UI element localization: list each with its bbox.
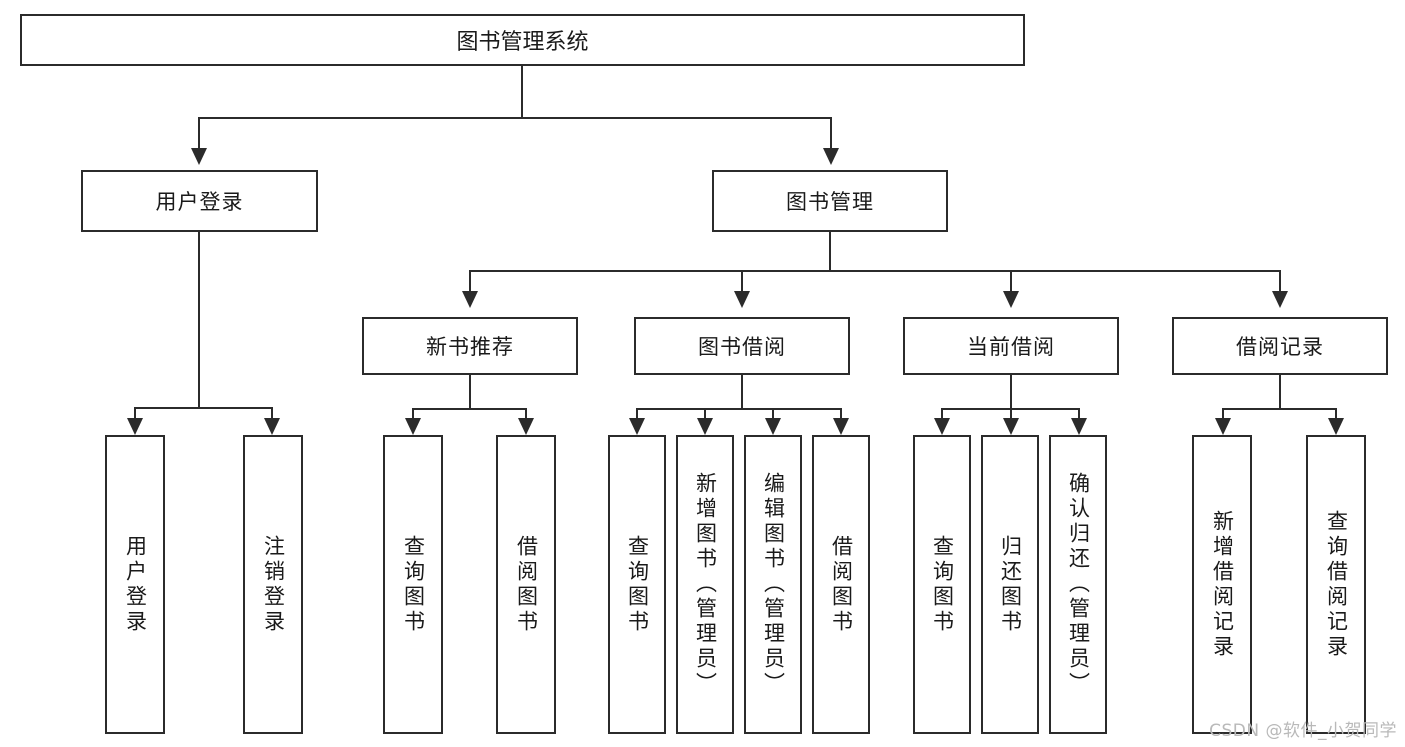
arrowhead-nb-leaf2 bbox=[518, 418, 534, 435]
leaf-br-add-record[interactable]: 新增借阅记录 bbox=[1192, 435, 1252, 734]
connector-root-to-user-login bbox=[198, 117, 200, 149]
arrowhead-current-borrow bbox=[1003, 291, 1019, 308]
arrowhead-leaf-logout bbox=[264, 418, 280, 435]
arrowhead-cb-leaf2 bbox=[1003, 418, 1019, 435]
connector-current-borrow-stem bbox=[1010, 375, 1012, 409]
connector-bb-leaf2 bbox=[704, 408, 706, 419]
node-label: 借阅图书 bbox=[829, 534, 854, 635]
connector-to-borrow-record bbox=[1279, 270, 1281, 292]
connector-level3-bus bbox=[469, 270, 1281, 272]
connector-br-leaf2 bbox=[1335, 408, 1337, 419]
arrowhead-book-borrow bbox=[734, 291, 750, 308]
node-new-book-recommend[interactable]: 新书推荐 bbox=[362, 317, 578, 375]
leaf-user-login[interactable]: 用户登录 bbox=[105, 435, 165, 734]
node-book-management[interactable]: 图书管理 bbox=[712, 170, 948, 232]
connector-br-leaf1 bbox=[1222, 408, 1224, 419]
leaf-bb-borrow-book[interactable]: 借阅图书 bbox=[812, 435, 870, 734]
arrowhead-bb-leaf2 bbox=[697, 418, 713, 435]
node-current-borrow[interactable]: 当前借阅 bbox=[903, 317, 1119, 375]
connector-new-book-bus bbox=[412, 408, 527, 410]
connector-cb-leaf3 bbox=[1078, 408, 1080, 419]
connector-bb-leaf3 bbox=[772, 408, 774, 419]
leaf-bb-query-book[interactable]: 查询图书 bbox=[608, 435, 666, 734]
connector-root-stem bbox=[521, 66, 523, 118]
leaf-bb-add-book-admin[interactable]: 新增图书（管理员） bbox=[676, 435, 734, 734]
connector-new-book-leaf1 bbox=[412, 408, 414, 419]
arrowhead-borrow-record bbox=[1272, 291, 1288, 308]
connector-bb-leaf1 bbox=[636, 408, 638, 419]
arrowhead-br-leaf1 bbox=[1215, 418, 1231, 435]
leaf-logout[interactable]: 注销登录 bbox=[243, 435, 303, 734]
connector-user-login-leaf1 bbox=[134, 407, 136, 419]
arrowhead-bb-leaf3 bbox=[765, 418, 781, 435]
arrowhead-user-login bbox=[191, 148, 207, 165]
node-label: 当前借阅 bbox=[967, 335, 1055, 359]
node-label: 新书推荐 bbox=[426, 335, 514, 359]
node-label: 图书管理 bbox=[786, 190, 874, 214]
connector-borrow-record-stem bbox=[1279, 375, 1281, 409]
connector-new-book-leaf2 bbox=[525, 408, 527, 419]
node-label: 用户登录 bbox=[155, 190, 244, 214]
arrowhead-leaf-user-login bbox=[127, 418, 143, 435]
arrowhead-book-management bbox=[823, 148, 839, 165]
arrowhead-bb-leaf4 bbox=[833, 418, 849, 435]
arrowhead-nb-leaf1 bbox=[405, 418, 421, 435]
leaf-cb-return-book[interactable]: 归还图书 bbox=[981, 435, 1039, 734]
connector-user-login-stem bbox=[198, 232, 200, 408]
connector-book-borrow-bus bbox=[636, 408, 842, 410]
node-borrow-record[interactable]: 借阅记录 bbox=[1172, 317, 1388, 375]
connector-bb-leaf4 bbox=[840, 408, 842, 419]
connector-user-login-leaf2 bbox=[271, 407, 273, 419]
connector-to-current-borrow bbox=[1010, 270, 1012, 292]
arrowhead-cb-leaf3 bbox=[1071, 418, 1087, 435]
node-label: 查询图书 bbox=[930, 534, 955, 635]
connector-new-book-stem bbox=[469, 375, 471, 409]
arrowhead-bb-leaf1 bbox=[629, 418, 645, 435]
node-book-borrow[interactable]: 图书借阅 bbox=[634, 317, 850, 375]
node-label: 注销登录 bbox=[261, 534, 286, 635]
connector-book-borrow-stem bbox=[741, 375, 743, 409]
node-label: 图书管理系统 bbox=[456, 30, 589, 55]
connector-book-management-stem bbox=[829, 232, 831, 271]
leaf-bb-edit-book-admin[interactable]: 编辑图书（管理员） bbox=[744, 435, 802, 734]
connector-to-book-borrow bbox=[741, 270, 743, 292]
leaf-cb-confirm-return-admin[interactable]: 确认归还（管理员） bbox=[1049, 435, 1107, 734]
connector-cb-leaf1 bbox=[941, 408, 943, 419]
node-label: 查询借阅记录 bbox=[1324, 509, 1349, 660]
node-label: 图书借阅 bbox=[698, 335, 786, 359]
node-root-book-management-system[interactable]: 图书管理系统 bbox=[20, 14, 1025, 66]
node-user-login[interactable]: 用户登录 bbox=[81, 170, 318, 232]
node-label: 编辑图书（管理员） bbox=[761, 472, 786, 697]
node-label: 查询图书 bbox=[625, 534, 650, 635]
leaf-br-query-record[interactable]: 查询借阅记录 bbox=[1306, 435, 1366, 734]
connector-user-login-bus bbox=[134, 407, 271, 409]
node-label: 借阅图书 bbox=[514, 534, 539, 635]
node-label: 查询图书 bbox=[401, 534, 426, 635]
connector-root-to-book-management bbox=[830, 117, 832, 149]
connector-root-bus bbox=[198, 117, 832, 119]
node-label: 借阅记录 bbox=[1236, 335, 1324, 359]
node-label: 用户登录 bbox=[123, 534, 148, 635]
connector-cb-leaf2 bbox=[1010, 408, 1012, 419]
node-label: 确认归还（管理员） bbox=[1066, 472, 1091, 697]
leaf-nb-borrow-book[interactable]: 借阅图书 bbox=[496, 435, 556, 734]
connector-to-new-book bbox=[469, 270, 471, 292]
arrowhead-cb-leaf1 bbox=[934, 418, 950, 435]
connector-borrow-record-bus bbox=[1222, 408, 1337, 410]
leaf-nb-query-book[interactable]: 查询图书 bbox=[383, 435, 443, 734]
node-label: 归还图书 bbox=[998, 534, 1023, 635]
node-label: 新增借阅记录 bbox=[1210, 509, 1235, 660]
arrowhead-br-leaf2 bbox=[1328, 418, 1344, 435]
arrowhead-new-book bbox=[462, 291, 478, 308]
leaf-cb-query-book[interactable]: 查询图书 bbox=[913, 435, 971, 734]
node-label: 新增图书（管理员） bbox=[693, 472, 718, 697]
